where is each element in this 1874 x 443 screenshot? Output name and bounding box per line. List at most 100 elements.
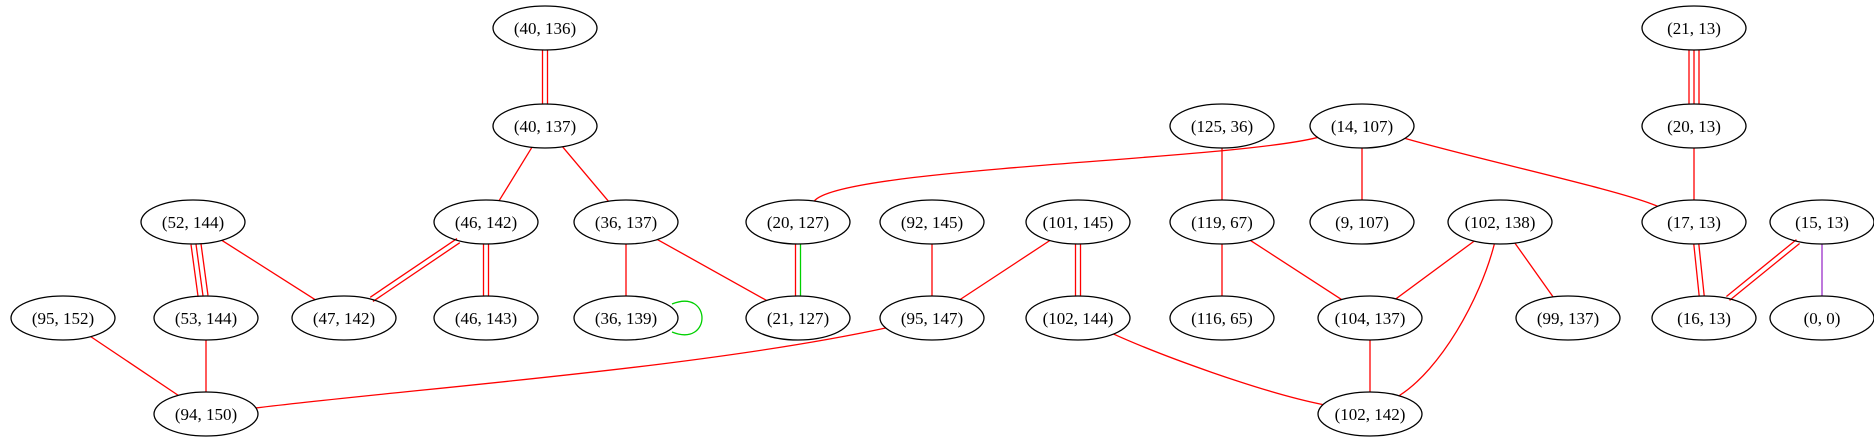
node-label: (92, 145): [901, 213, 963, 232]
node-ellipse: [879, 295, 985, 341]
edge-n102_138-n104_137: [1395, 240, 1475, 300]
graph-node[interactable]: (95, 147): [879, 295, 985, 341]
edge-stroke: [1698, 243, 1705, 296]
edge-n40_137-n46_142: [498, 146, 533, 202]
node-label: (40, 136): [514, 19, 576, 38]
graph-node[interactable]: (21, 127): [745, 295, 851, 341]
graph-node[interactable]: (46, 143): [433, 295, 539, 341]
edge-n21_13-n20_13: [1688, 50, 1700, 104]
graph-node[interactable]: (20, 13): [1641, 103, 1747, 149]
graph-node[interactable]: (95, 152): [10, 295, 116, 341]
edge-stroke: [813, 136, 1318, 202]
node-label: (116, 65): [1191, 309, 1253, 328]
node-ellipse: [1641, 199, 1747, 245]
graph-node[interactable]: (52, 144): [140, 199, 246, 245]
edge-stroke: [195, 243, 204, 297]
graph-node[interactable]: (119, 67): [1169, 199, 1275, 245]
node-label: (95, 152): [32, 309, 94, 328]
graph-node[interactable]: (36, 139): [573, 295, 679, 341]
edge-n36_139-n36_139: [671, 300, 703, 336]
graph-node[interactable]: (17, 13): [1641, 199, 1747, 245]
graph-node[interactable]: (116, 65): [1169, 295, 1275, 341]
graph-node[interactable]: (47, 142): [291, 295, 397, 341]
graph-node[interactable]: (36, 137): [573, 199, 679, 245]
edge-n15_13-n16_13: [1725, 239, 1801, 301]
node-label: (99, 137): [1537, 309, 1599, 328]
edge-n40_137-n36_137: [561, 146, 610, 202]
node-label: (53, 144): [175, 309, 237, 328]
graph-node[interactable]: (102, 144): [1025, 295, 1131, 341]
graph-node[interactable]: (53, 144): [153, 295, 259, 341]
graph-node[interactable]: (46, 142): [433, 199, 539, 245]
node-label: (125, 36): [1191, 117, 1253, 136]
node-label: (102, 142): [1335, 405, 1406, 424]
edge-n101_145-n102_144: [1074, 244, 1082, 296]
node-ellipse: [1769, 295, 1874, 341]
node-ellipse: [433, 199, 539, 245]
edge-stroke: [1250, 239, 1342, 301]
node-layer: (40, 136) (40, 137) (21, 13) (20, 13) (125, …: [10, 5, 1874, 437]
edge-stroke: [1395, 240, 1475, 300]
node-label: (36, 139): [595, 309, 657, 328]
node-label: (46, 143): [455, 309, 517, 328]
node-label: (21, 127): [767, 309, 829, 328]
edge-stroke: [671, 300, 703, 336]
graph-node[interactable]: (9, 107): [1309, 199, 1415, 245]
edge-stroke: [1514, 242, 1554, 298]
node-label: (36, 137): [595, 213, 657, 232]
edge-n95_152-n94_150: [90, 336, 179, 396]
graph-node[interactable]: (94, 150): [153, 391, 259, 437]
node-label: (94, 150): [175, 405, 237, 424]
node-ellipse: [492, 103, 598, 149]
node-label: (17, 13): [1667, 213, 1721, 232]
node-label: (47, 142): [313, 309, 375, 328]
node-label: (104, 137): [1335, 309, 1406, 328]
graph-node[interactable]: (101, 145): [1025, 199, 1131, 245]
node-label: (21, 13): [1667, 19, 1721, 38]
edge-stroke: [1693, 244, 1700, 297]
edge-n40_136-n40_137: [541, 50, 549, 104]
node-ellipse: [1769, 199, 1874, 245]
node-ellipse: [1309, 103, 1415, 149]
edge-n102_138-n102_142: [1398, 243, 1496, 397]
graph-node[interactable]: (40, 136): [492, 5, 598, 51]
graph-node[interactable]: (102, 138): [1447, 199, 1553, 245]
graph-node[interactable]: (104, 137): [1317, 295, 1423, 341]
edge-stroke: [90, 336, 179, 396]
graph-node[interactable]: (99, 137): [1515, 295, 1621, 341]
node-label: (16, 13): [1677, 309, 1731, 328]
edge-n52_144-n47_142: [221, 239, 316, 301]
node-ellipse: [1651, 295, 1757, 341]
edge-n17_13-n16_13: [1693, 243, 1705, 297]
node-ellipse: [573, 199, 679, 245]
edge-stroke: [1725, 239, 1797, 298]
node-label: (20, 13): [1667, 117, 1721, 136]
node-ellipse: [1309, 199, 1415, 245]
graph-node[interactable]: (92, 145): [879, 199, 985, 245]
graph-node[interactable]: (16, 13): [1651, 295, 1757, 341]
node-label: (40, 137): [514, 117, 576, 136]
node-label: (52, 144): [162, 213, 224, 232]
node-ellipse: [1641, 103, 1747, 149]
node-ellipse: [1169, 199, 1275, 245]
node-ellipse: [1515, 295, 1621, 341]
node-ellipse: [745, 295, 851, 341]
graph-node[interactable]: (21, 13): [1641, 5, 1747, 51]
edge-layer: [90, 50, 1823, 409]
graph-node[interactable]: (20, 127): [745, 199, 851, 245]
edge-stroke: [369, 238, 458, 298]
edge-n95_147-n94_150: [255, 327, 886, 409]
edge-stroke: [657, 238, 767, 302]
node-ellipse: [1169, 295, 1275, 341]
edge-n101_145-n95_147: [959, 239, 1051, 301]
node-ellipse: [1447, 199, 1553, 245]
edge-n52_144-n53_144: [190, 243, 209, 297]
graph-node[interactable]: (40, 137): [492, 103, 598, 149]
graph-node[interactable]: (102, 142): [1317, 391, 1423, 437]
graph-node[interactable]: (125, 36): [1169, 103, 1275, 149]
node-ellipse: [153, 391, 259, 437]
graph-node[interactable]: (0, 0): [1769, 295, 1874, 341]
graph-node[interactable]: (15, 13): [1769, 199, 1874, 245]
edge-stroke: [372, 242, 461, 302]
graph-node[interactable]: (14, 107): [1309, 103, 1415, 149]
